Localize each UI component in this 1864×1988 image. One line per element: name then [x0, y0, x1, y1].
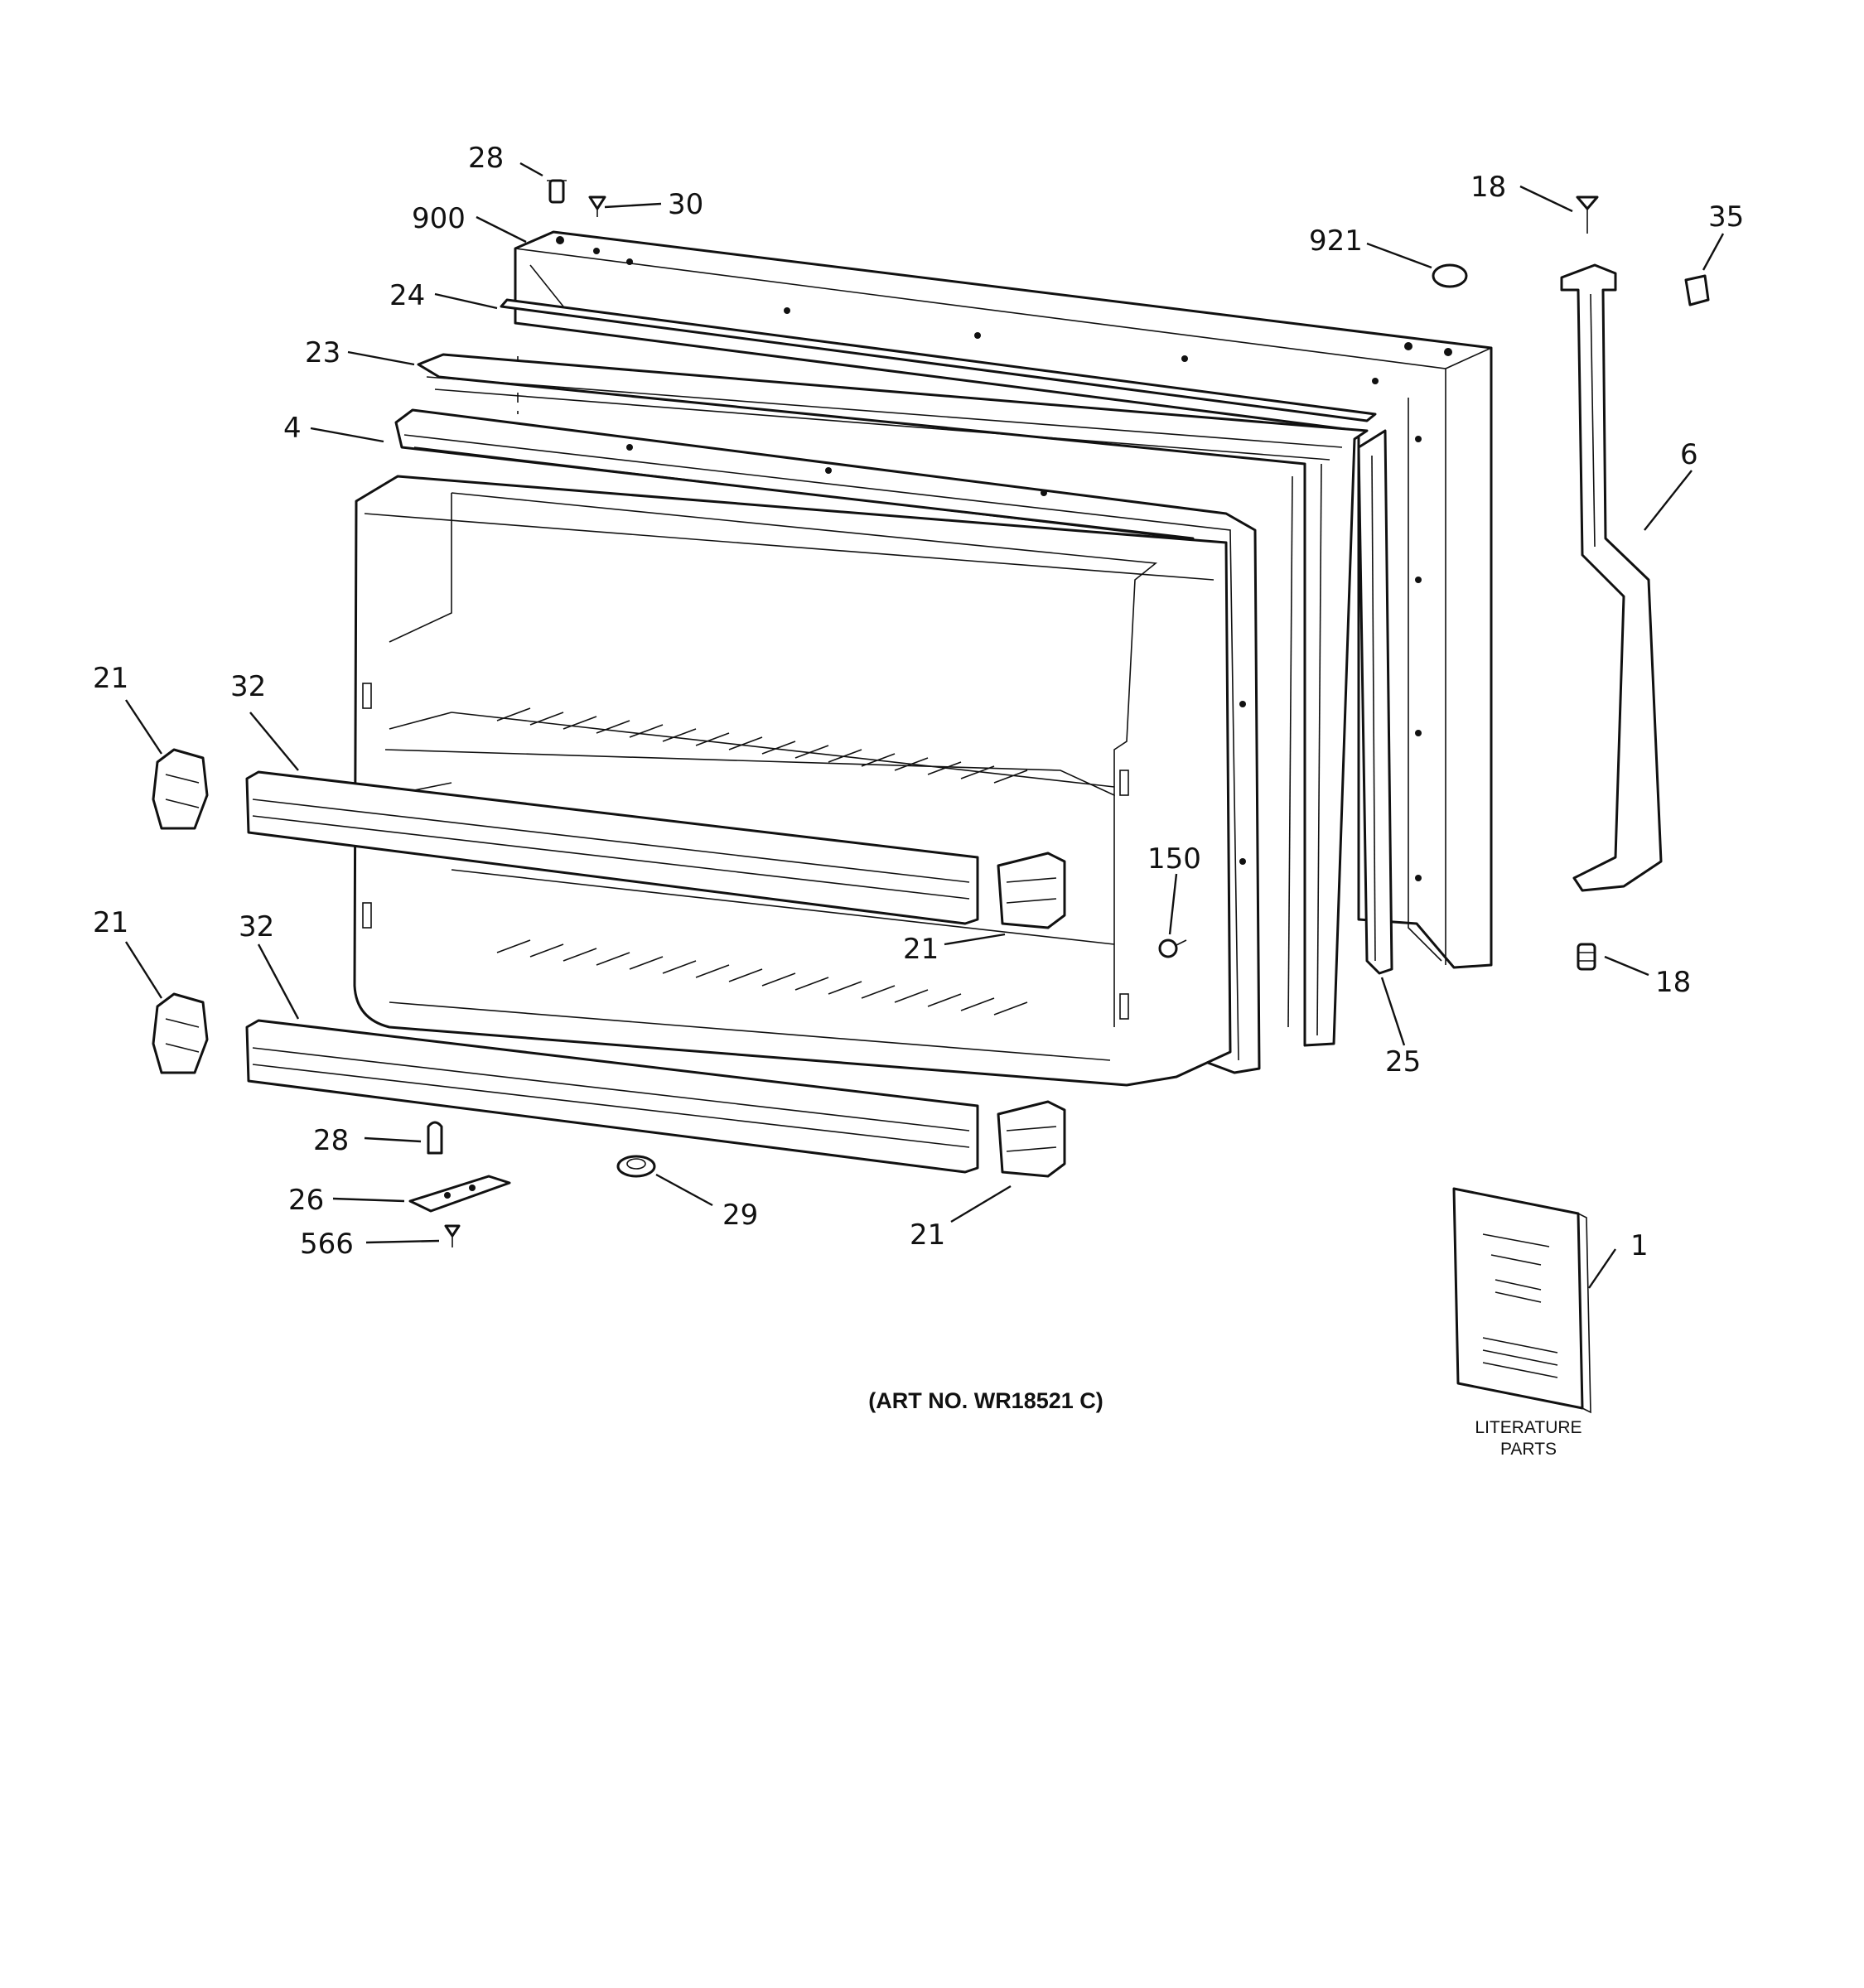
callout-900: 900	[412, 202, 466, 235]
callout-30: 30	[668, 188, 703, 221]
end-cap-21-lower-left	[152, 992, 209, 1074]
callout-28-top: 28	[468, 142, 504, 175]
callout-6: 6	[1680, 438, 1698, 471]
callout-150: 150	[1147, 842, 1201, 876]
callout-18-top: 18	[1470, 171, 1506, 204]
shelf-rail-32-upper	[245, 770, 979, 925]
shelf-rail-32-lower	[245, 1019, 979, 1174]
breaker-strip-25	[1357, 429, 1393, 975]
callout-24: 24	[389, 279, 425, 312]
cap-35	[1684, 274, 1710, 306]
outer-door-panel	[514, 230, 1493, 969]
inner-door-liner	[353, 475, 1232, 1087]
leader-lines	[124, 162, 1725, 1289]
callout-18-bottom: 18	[1655, 966, 1691, 999]
button-150	[1158, 939, 1187, 958]
callout-32-a: 32	[230, 670, 266, 703]
callout-28-bottom: 28	[313, 1124, 349, 1157]
literature-booklet-1	[1452, 1187, 1591, 1414]
callout-21-d: 21	[910, 1218, 945, 1252]
callout-21-c: 21	[903, 933, 939, 966]
callout-921: 921	[1309, 224, 1363, 258]
door-handle-6	[1560, 263, 1663, 892]
callout-21-b: 21	[93, 906, 128, 939]
callout-32-b: 32	[239, 910, 274, 943]
callout-1: 1	[1630, 1229, 1649, 1262]
screw-18-bottom	[1577, 943, 1596, 971]
screw-30	[588, 195, 606, 217]
door-frame-23	[417, 353, 1369, 1047]
callout-4: 4	[283, 412, 302, 445]
plug-921	[1432, 263, 1468, 288]
callout-labels: 28 30 900 24 23 4 921 18 35 6 21 32 21 3…	[93, 142, 1744, 1262]
end-cap-21-lower-right	[997, 1100, 1066, 1178]
callout-29: 29	[722, 1199, 758, 1232]
screw-566	[444, 1224, 461, 1247]
plate-26	[408, 1175, 511, 1213]
callout-25: 25	[1385, 1045, 1421, 1078]
callout-35: 35	[1708, 200, 1744, 234]
callout-23: 23	[305, 336, 340, 369]
callout-21-a: 21	[93, 662, 128, 695]
screw-28-top	[547, 179, 567, 204]
literature-label-line2: PARTS	[1500, 1440, 1557, 1459]
callout-26: 26	[288, 1184, 324, 1217]
screw-18-top	[1576, 195, 1599, 234]
art-number-caption: (ART NO. WR18521 C)	[868, 1388, 1103, 1413]
end-cap-21-upper-left	[152, 748, 209, 830]
grommet-29	[616, 1155, 656, 1178]
literature-label-line1: LITERATURE	[1475, 1418, 1582, 1437]
end-cap-21-upper-right	[997, 852, 1066, 929]
callout-566: 566	[300, 1228, 354, 1261]
gasket-strip-24	[500, 298, 1377, 422]
pin-28-bottom	[427, 1121, 443, 1155]
